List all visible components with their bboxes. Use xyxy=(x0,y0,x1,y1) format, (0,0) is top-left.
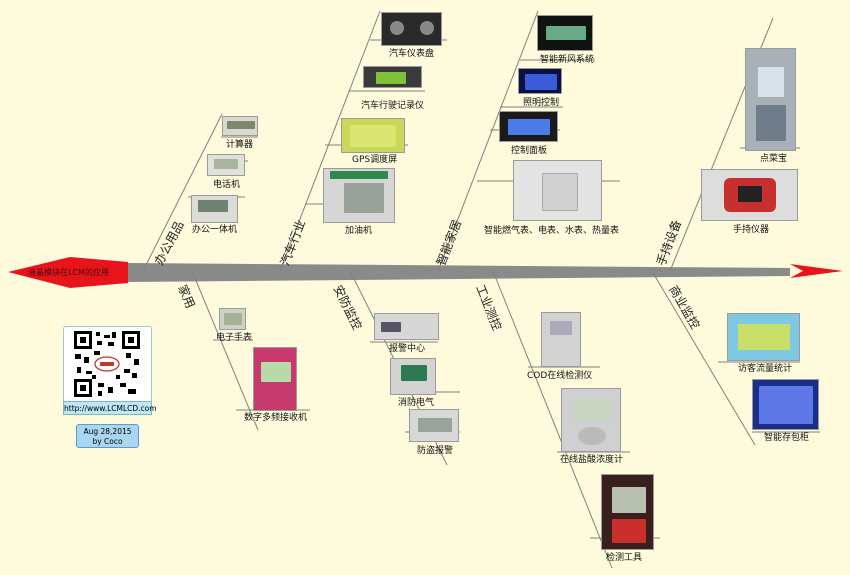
acid-meter-image xyxy=(561,388,621,452)
item-recorder: 汽车行驶记录仪 xyxy=(361,101,425,111)
item-office-aio: 办公一体机 xyxy=(192,225,238,235)
item-acid-meter: 在线盐酸浓度计 xyxy=(560,455,624,465)
fish-tail xyxy=(8,257,128,288)
qr-code xyxy=(63,326,152,415)
fish-head-arrow xyxy=(790,264,843,278)
dashboard-image xyxy=(381,12,442,46)
item-visitor-counter: 访客流量统计 xyxy=(738,364,793,374)
item-control-panel: 控制面板 xyxy=(511,146,548,156)
item-fresh-air: 智能新风系统 xyxy=(540,55,595,65)
item-test-tools: 检测工具 xyxy=(606,553,643,563)
qr-code-pattern xyxy=(74,331,140,397)
gps-image xyxy=(341,118,405,153)
e-watch-image xyxy=(219,308,246,330)
phone-image xyxy=(207,154,245,176)
recorder-image xyxy=(363,66,422,88)
control-panel-image xyxy=(499,111,558,142)
meters-image xyxy=(513,160,602,221)
item-calculator: 计算器 xyxy=(226,140,254,150)
item-theft: 防盗报警 xyxy=(417,446,454,456)
handheld-instrument-image xyxy=(701,169,798,221)
item-gps: GPS调度屏 xyxy=(352,155,398,165)
receiver-image xyxy=(253,347,297,411)
item-meters: 智能燃气表、电表、水表、热量表 xyxy=(484,226,620,236)
test-tools-image xyxy=(601,474,654,550)
item-e-watch: 电子手表 xyxy=(216,333,253,343)
date-author-box: Aug 28,2015 by Coco xyxy=(76,424,139,448)
item-pda: 点菜宝 xyxy=(760,154,788,164)
item-lighting: 照明控制 xyxy=(523,98,560,108)
item-phone: 电话机 xyxy=(213,180,241,190)
item-locker: 智能存包柜 xyxy=(764,433,810,443)
visitor-counter-image xyxy=(727,313,800,361)
item-alarm-center: 报警中心 xyxy=(389,344,426,354)
item-receiver: 数字多频接收机 xyxy=(244,413,308,423)
item-cod: COD在线检测仪 xyxy=(527,371,593,381)
item-fuel: 加油机 xyxy=(345,226,373,236)
theft-image xyxy=(409,409,459,442)
alarm-center-image xyxy=(374,313,439,340)
fish-spine xyxy=(128,263,790,282)
author-text: by Coco xyxy=(92,437,123,446)
calculator-image xyxy=(222,116,258,136)
pda-image xyxy=(745,48,796,151)
fire-image xyxy=(390,358,436,395)
date-text: Aug 28,2015 xyxy=(83,427,132,436)
item-dashboard: 汽车仪表盘 xyxy=(389,49,435,59)
website-url: http://www.LCMLCD.com xyxy=(63,401,157,415)
fuel-image xyxy=(323,168,395,223)
cod-image xyxy=(541,312,581,367)
locker-image xyxy=(752,379,819,430)
office-aio-image xyxy=(191,195,238,223)
lighting-image xyxy=(518,68,562,94)
head-title: 液晶模块在LCM的应用 xyxy=(28,268,109,277)
item-fire: 消防电气 xyxy=(398,398,435,408)
item-handheld-instrument: 手持仪器 xyxy=(733,225,770,235)
fresh-air-image xyxy=(537,15,593,51)
